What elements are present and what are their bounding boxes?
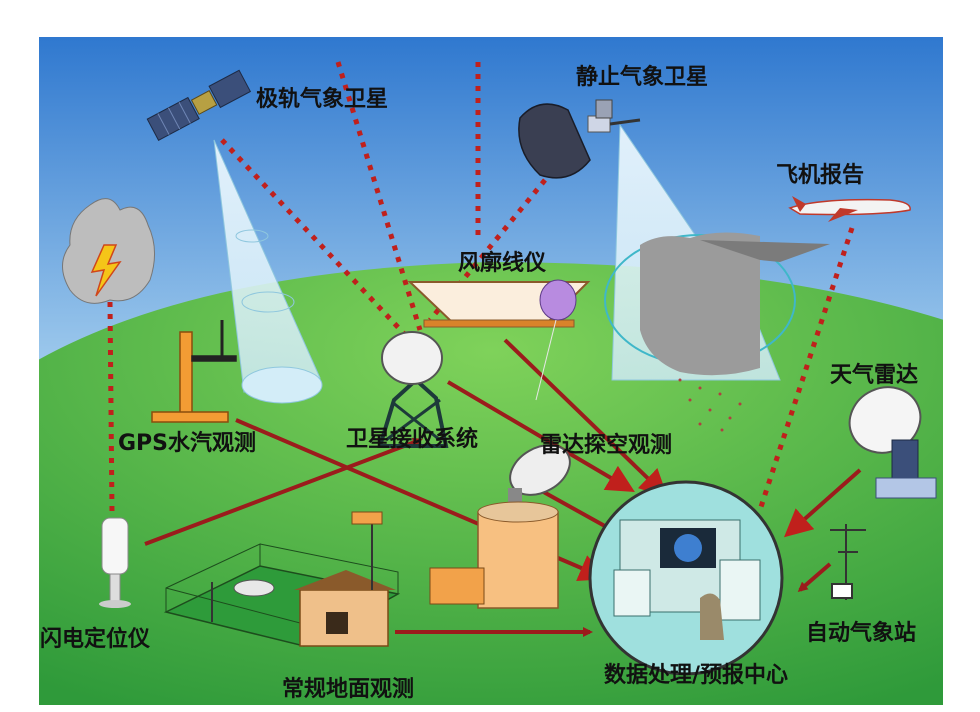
lightning-cloud xyxy=(62,198,155,304)
label-lightning-locator: 闪电定位仪 xyxy=(40,626,151,652)
storm-cloud xyxy=(640,232,830,432)
data-link-dotted-lines xyxy=(107,61,855,515)
satellite-receiving-dish-icon xyxy=(377,331,449,448)
airplane-icon xyxy=(788,196,911,222)
label-satellite-receiving: 卫星接收系统 xyxy=(346,426,478,452)
label-aircraft-report: 飞机报告 xyxy=(776,163,864,188)
lightning-bolt-icon xyxy=(90,244,122,297)
data-flow-arrows xyxy=(144,338,862,637)
data-center-icon xyxy=(588,480,784,676)
label-auto-weather-station: 自动气象站 xyxy=(806,620,916,646)
label-surface-observation: 常规地面观测 xyxy=(282,676,414,702)
geo-satellite-icon xyxy=(518,99,641,179)
auto-weather-station-icon xyxy=(830,524,866,600)
label-geo-satellite: 静止气象卫星 xyxy=(576,64,708,90)
label-gps-vapor: GPS水汽观测 xyxy=(118,430,256,456)
polar-satellite-icon xyxy=(146,69,252,141)
gps-vapor-station-icon xyxy=(151,320,237,423)
surface-observation-field-icon xyxy=(163,511,401,647)
sounding-balloon-icon xyxy=(535,279,577,401)
label-weather-radar: 天气雷达 xyxy=(830,362,918,388)
label-data-center: 数据处理/预报中心 xyxy=(604,662,788,688)
weather-radar-icon xyxy=(848,386,937,499)
label-polar-satellite: 极轨气象卫星 xyxy=(256,86,388,112)
lightning-locator-sensor-icon xyxy=(99,517,131,608)
label-radar-sounding: 雷达探空观测 xyxy=(540,432,672,458)
radar-sounding-station-icon xyxy=(429,444,571,609)
label-wind-profiler: 风廓线仪 xyxy=(458,250,547,276)
polar-satellite-beam xyxy=(213,139,323,404)
